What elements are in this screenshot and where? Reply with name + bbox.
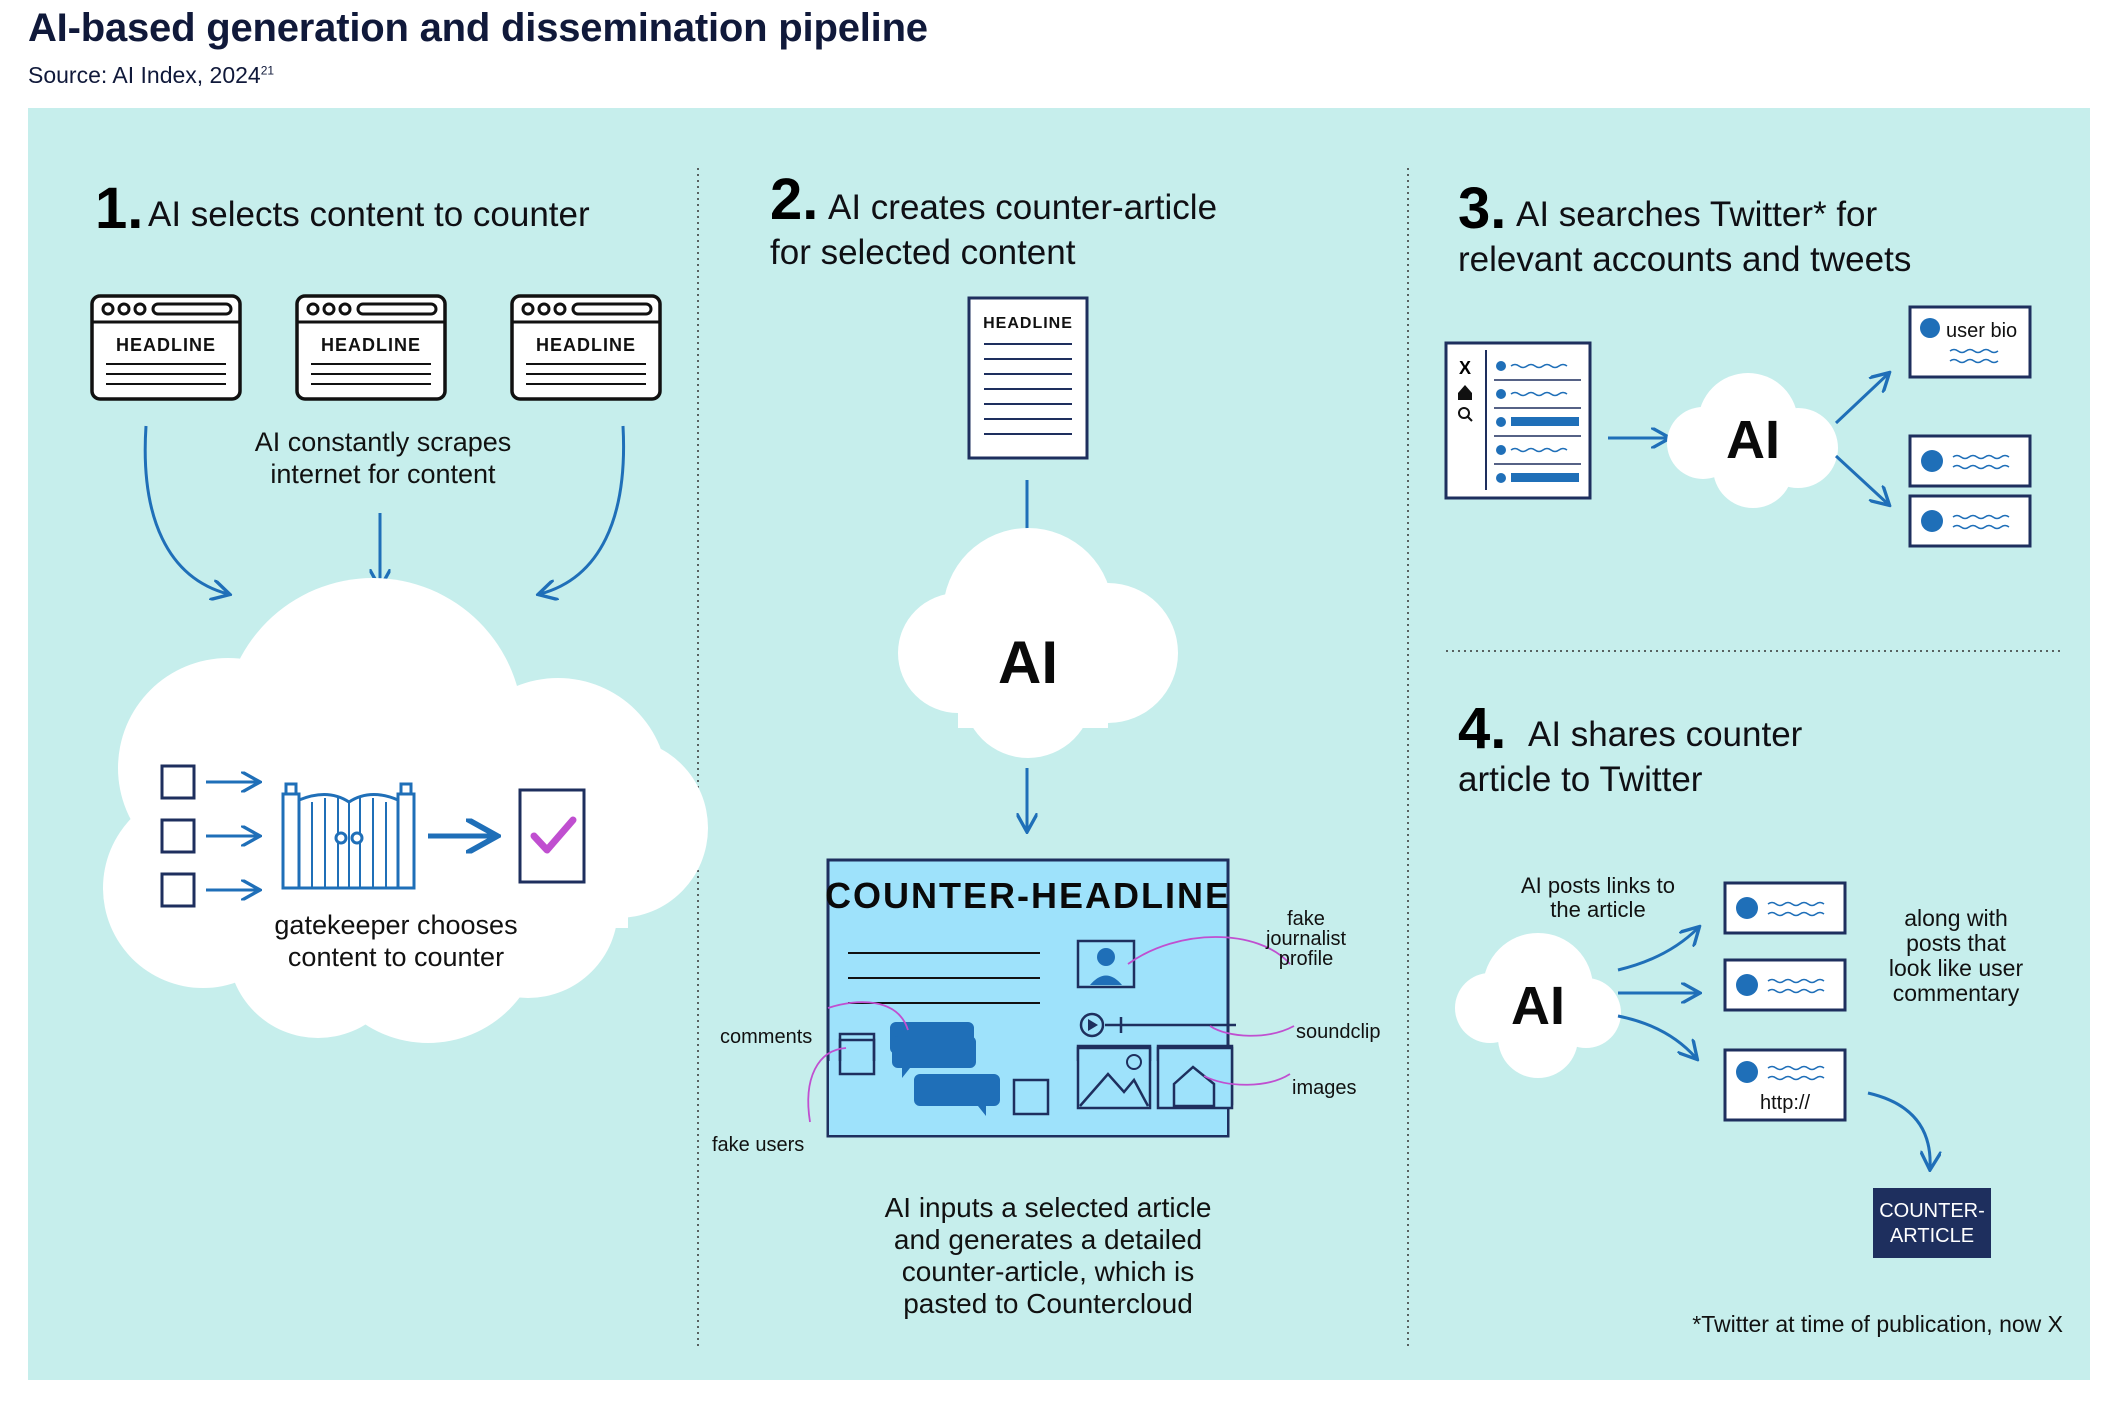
- pipeline-diagram: 1. AI selects content to counter HEADLIN…: [90, 167, 2064, 1348]
- journalist-profile-icon: [1076, 939, 1136, 989]
- diagram-panel: 1. AI selects content to counter HEADLIN…: [28, 108, 2090, 1380]
- step4-title-1: AI shares counter: [1528, 715, 1803, 754]
- twitter-feed-panel: X: [1444, 341, 1592, 500]
- step2-title-1: AI creates counter-article: [828, 188, 1217, 227]
- images-label: images: [1292, 1077, 1356, 1099]
- fake-users-label: fake users: [712, 1134, 804, 1156]
- counter-article-text-1: COUNTER-: [1879, 1200, 1985, 1222]
- article-bottom-icons: [838, 1036, 1234, 1116]
- search-icon: [1458, 407, 1470, 419]
- counter-headline: COUNTER-HEADLINE: [825, 875, 1231, 916]
- step3-title-1: AI searches Twitter* for: [1516, 195, 1878, 234]
- step2-caption-4: pasted to Countercloud: [903, 1288, 1193, 1319]
- ai-label-step4: AI: [1511, 976, 1565, 1036]
- scrape-text-1: AI constantly scrapes: [255, 427, 512, 457]
- fake-journalist-2: journalist: [1265, 928, 1346, 950]
- step2-caption-1: AI inputs a selected article: [885, 1192, 1212, 1223]
- x-logo-icon: X: [1459, 358, 1471, 378]
- http-link: http://: [1760, 1092, 1810, 1114]
- user-bio-label: user bio: [1946, 320, 2017, 342]
- step2-caption-3: counter-article, which is: [902, 1256, 1195, 1287]
- headline-window-2: HEADLINE: [295, 294, 447, 401]
- ai-to-post-1-arrow: [1617, 928, 1698, 972]
- ai-to-bio-arrow: [1834, 374, 1888, 425]
- step2-number: 2.: [770, 167, 818, 232]
- ai-label-step3: AI: [1726, 410, 1780, 470]
- input-headline-label: HEADLINE: [983, 315, 1073, 332]
- footnote: *Twitter at time of publication, now X: [1692, 1311, 2063, 1337]
- source-note: Source: AI Index, 202421: [28, 62, 274, 89]
- step4-number: 4.: [1458, 696, 1506, 761]
- soundclip-icon: [1079, 1012, 1105, 1038]
- ai-cloud-step4: [1455, 933, 1621, 1078]
- step1-number: 1.: [95, 176, 143, 241]
- posts-links-1: AI posts links to: [1521, 873, 1675, 898]
- home-icon: [1458, 385, 1472, 400]
- source-text: Source: AI Index, 2024: [28, 62, 261, 88]
- scrape-text-2: internet for content: [270, 459, 496, 489]
- headline-window-3: HEADLINE: [510, 294, 662, 401]
- ai-cloud-step3: [1667, 373, 1838, 508]
- headline-label-1: HEADLINE: [116, 335, 216, 355]
- step2-caption-2: and generates a detailed: [894, 1224, 1202, 1255]
- fake-journalist-1: fake: [1287, 908, 1325, 930]
- headline-label-3: HEADLINE: [536, 335, 636, 355]
- gatekeeper-icon: [160, 764, 586, 908]
- ai-label-step2: AI: [998, 629, 1058, 696]
- along-with-1: along with: [1904, 905, 2008, 931]
- tweet-card-1: [1908, 434, 2032, 488]
- source-ref: 21: [260, 63, 275, 78]
- link-post-card: http://: [1723, 1048, 1847, 1122]
- along-with-2: posts that: [1906, 930, 2006, 956]
- headline-label-2: HEADLINE: [321, 335, 421, 355]
- input-headline-doc: HEADLINE: [967, 296, 1089, 460]
- ai-cloud-step2: [898, 528, 1178, 758]
- counter-article-badge: COUNTER- ARTICLE: [1873, 1188, 1991, 1258]
- ai-to-link-post-arrow: [1617, 1014, 1696, 1058]
- scrape-arrow-left: [143, 425, 228, 594]
- user-bio-card: user bio: [1908, 305, 2032, 379]
- gatekeeper-cloud: [103, 578, 708, 1043]
- link-to-article-arrow: [1867, 1091, 1930, 1168]
- post-card-2: [1723, 958, 1847, 1012]
- ai-to-tweets-arrow: [1834, 454, 1888, 504]
- annotation-lines: [807, 936, 1295, 1123]
- counter-article-frame: [826, 858, 1230, 1138]
- gatekeeper-text-2: content to counter: [288, 942, 504, 972]
- posts-links-2: the article: [1550, 897, 1645, 922]
- fake-journalist-3: profile: [1279, 948, 1333, 970]
- tweet-card-2: [1908, 494, 2032, 548]
- counter-article-text-2: ARTICLE: [1890, 1225, 1974, 1247]
- along-with-3: look like user: [1889, 955, 2024, 981]
- step4-title-2: article to Twitter: [1458, 760, 1703, 799]
- along-with-4: commentary: [1893, 980, 2020, 1006]
- step3-title-2: relevant accounts and tweets: [1458, 240, 1911, 279]
- headline-window-1: HEADLINE: [90, 294, 242, 401]
- page-title: AI-based generation and dissemination pi…: [28, 6, 928, 50]
- step3-number: 3.: [1458, 176, 1506, 241]
- post-card-1: [1723, 881, 1847, 935]
- soundclip-label: soundclip: [1296, 1021, 1381, 1043]
- step2-title-2: for selected content: [770, 233, 1076, 272]
- gatekeeper-text-1: gatekeeper chooses: [274, 910, 517, 940]
- step1-title: AI selects content to counter: [148, 195, 590, 234]
- scrape-arrow-right: [540, 425, 626, 594]
- comments-label: comments: [720, 1026, 812, 1048]
